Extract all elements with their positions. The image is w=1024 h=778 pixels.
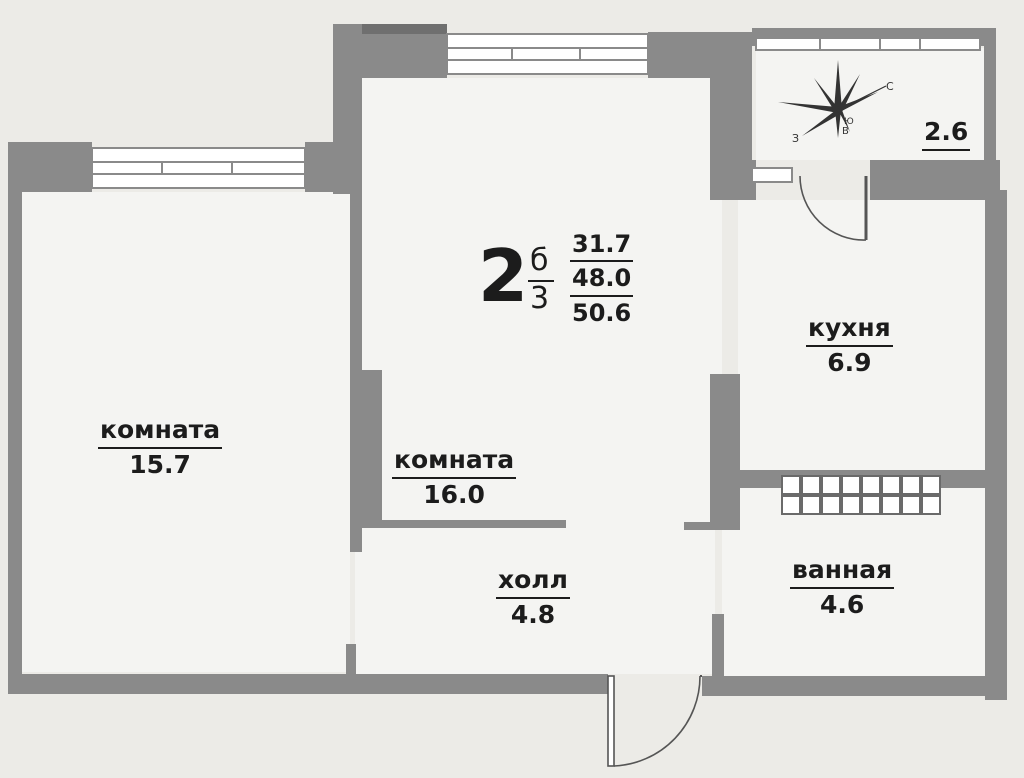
window-kitchen [751, 167, 793, 183]
room-center-name: комната [392, 445, 517, 479]
room-left-area: 15.7 [129, 449, 191, 479]
floor-bathroom [722, 486, 985, 676]
entrance-door [607, 675, 702, 767]
fraction-line [528, 280, 554, 282]
room-left-label: комната 15.7 [98, 415, 223, 481]
floor-room-left [22, 192, 350, 672]
room-left-name: комната [98, 415, 223, 449]
hall-label: холл 4.8 [496, 565, 570, 631]
compass-letter-north: C [886, 80, 894, 93]
kitchen-name: кухня [806, 313, 893, 347]
window-balcony [755, 37, 981, 51]
balcony-area: 2.6 [922, 117, 971, 151]
rooms-superscript: б [530, 243, 549, 278]
compass-rose-icon: C В Ю З [778, 60, 894, 145]
rooms-count: 2 [478, 234, 529, 318]
compass-letter-south: Ю [844, 117, 854, 127]
floor-room-center [362, 78, 722, 528]
compass-letter-west: З [792, 132, 799, 145]
kitchen-area: 6.9 [827, 347, 872, 377]
hall-area: 4.8 [510, 599, 556, 629]
total-area-value: 48.0 [570, 262, 634, 297]
room-center-label: комната 16.0 [392, 445, 517, 511]
compass-letter-east: В [842, 126, 849, 137]
floor-hall [355, 528, 715, 674]
bathroom-name: ванная [790, 555, 895, 589]
balcony-label: 2.6 [922, 117, 971, 151]
bathroom-area: 4.6 [819, 589, 865, 619]
floor-kitchen [738, 200, 985, 480]
room-center-area: 16.0 [423, 479, 485, 509]
window-left-room [91, 147, 306, 189]
balcony-door [799, 175, 868, 241]
kitchen-label: кухня 6.9 [806, 313, 893, 379]
area-values: 31.7 48.0 50.6 [570, 228, 634, 329]
bathroom-tiles [781, 475, 941, 515]
window-center-room [446, 33, 649, 75]
walls [8, 24, 1007, 700]
total-area-with-balcony-value: 50.6 [572, 298, 632, 327]
bathroom-label: ванная 4.6 [790, 555, 895, 621]
living-area-value: 31.7 [570, 228, 634, 263]
rooms-subscript: 3 [530, 281, 550, 316]
hall-name: холл [496, 565, 570, 599]
